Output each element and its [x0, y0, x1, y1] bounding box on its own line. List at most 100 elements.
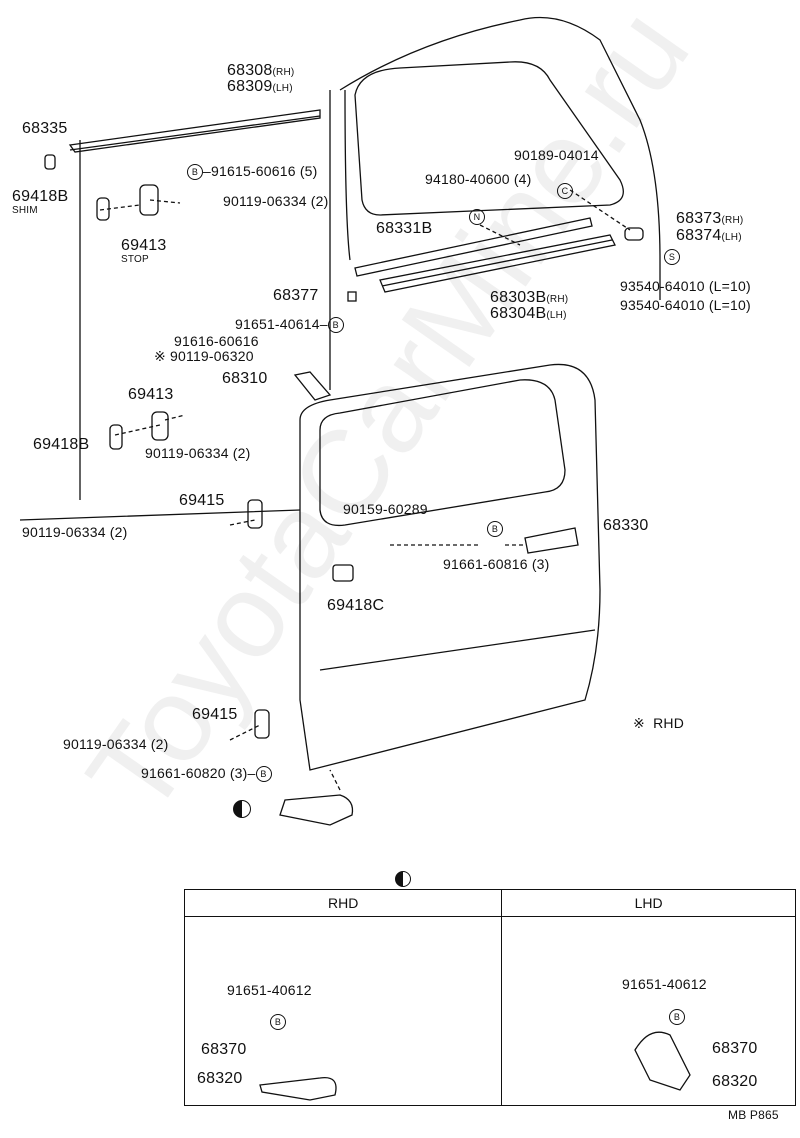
- part-68377: [347, 291, 357, 302]
- part-69415-b: [254, 709, 270, 739]
- label-lhd-68320: 68320: [712, 1073, 758, 1090]
- label-69413-top: 69413: [121, 237, 167, 254]
- label-69415-a: 69415: [179, 492, 225, 509]
- label-68309: 68309(LH): [227, 79, 293, 95]
- door-crease: [319, 629, 596, 671]
- label-68303b: 68303B(RH): [490, 290, 568, 306]
- body-outline: [19, 16, 661, 521]
- symbol-c: C: [557, 183, 573, 200]
- label-68308: 68308(RH): [227, 63, 294, 79]
- label-68330: 68330: [603, 517, 649, 534]
- label-rhd-note: ※ RHD: [633, 716, 684, 730]
- label-68331b: 68331B: [376, 220, 433, 237]
- symbol-b-lhd: B: [669, 1009, 685, 1026]
- label-93540-b: 93540-64010 (L=10): [620, 297, 751, 313]
- part-number: 91651-40614: [235, 316, 320, 332]
- part-69418b-top: [96, 197, 110, 221]
- side-note: (LH): [546, 310, 567, 321]
- label-90119-d: 90119-06334 (2): [63, 736, 169, 752]
- symbol-s: S: [664, 249, 680, 266]
- leader-lines: [99, 189, 631, 791]
- note-text: RHD: [653, 715, 685, 731]
- label-94180: 94180-40600 (4): [425, 171, 532, 187]
- part-68330: [524, 527, 579, 554]
- side-note: (LH): [272, 83, 293, 94]
- roof-rail: [68, 109, 321, 153]
- door-window: [319, 379, 566, 527]
- label-rhd-68370: 68370: [201, 1041, 247, 1058]
- label-69418c: 69418C: [327, 597, 385, 614]
- asterisk-mark: ※: [154, 348, 166, 364]
- symbol-s-marker: S: [664, 249, 680, 266]
- side-note: (LH): [721, 232, 742, 243]
- label-90119-b: 90119-06334 (2): [145, 445, 251, 461]
- label-68374: 68374(LH): [676, 228, 742, 244]
- part-number: 91661-60820 (3): [141, 765, 248, 781]
- label-69413-mid: 69413: [128, 386, 174, 403]
- label-90189: 90189-04014: [514, 147, 599, 163]
- symbol-b: B: [255, 766, 272, 783]
- symbol-b: B: [327, 317, 344, 334]
- table-cell-lhd: [501, 916, 796, 1106]
- hinge-bottom: [279, 794, 354, 826]
- symbol-n-marker: N: [469, 209, 485, 226]
- symbol-b-rhd: B: [270, 1014, 286, 1031]
- part-number: 68309: [227, 78, 273, 95]
- symbol-n: N: [469, 209, 485, 226]
- part-68310: [293, 371, 332, 401]
- label-91616: 91616-60616: [174, 333, 259, 349]
- label-93540-a: 93540-64010 (L=10): [620, 278, 751, 294]
- label-91651-a: 91651-40614–B: [235, 316, 344, 334]
- part-69413-mid: [151, 411, 169, 441]
- symbol-b: B: [487, 521, 503, 538]
- half-circle-icon-table: [395, 871, 411, 887]
- body-side-line: [329, 89, 351, 390]
- label-90119-06320: ※ 90119-06320: [154, 349, 254, 363]
- label-69415-b: 69415: [192, 706, 238, 723]
- label-90159: 90159-60289: [343, 501, 428, 517]
- label-68377: 68377: [273, 287, 319, 304]
- part-69418b-mid: [109, 424, 123, 450]
- part-number: 68304B: [490, 305, 547, 322]
- side-note: (RH): [546, 294, 569, 305]
- sliding-door: [299, 363, 601, 771]
- part-69415-a: [247, 499, 263, 529]
- symbol-c-marker: C: [557, 183, 573, 200]
- label-68335: 68335: [22, 120, 68, 137]
- rail-68331b: [354, 217, 593, 277]
- part-68335: [44, 154, 56, 170]
- side-note: (RH): [272, 67, 295, 78]
- table-header-lhd: LHD: [501, 889, 796, 917]
- symbol-b: B: [187, 164, 203, 181]
- part-number: 91615-60616 (5): [211, 163, 318, 179]
- rear-window: [354, 61, 624, 216]
- label-rhd-68320: 68320: [197, 1070, 243, 1087]
- label-68304b: 68304B(LH): [490, 306, 567, 322]
- footer-code: MB P865: [728, 1108, 779, 1122]
- table-header-rhd: RHD: [183, 889, 503, 917]
- part-number: 90119-06320: [170, 348, 254, 364]
- half-circle-icon: [233, 800, 251, 818]
- part-69413-top: [139, 184, 159, 216]
- symbol-b: B: [669, 1009, 685, 1026]
- part-number: 68373: [676, 210, 722, 227]
- label-stop: STOP: [121, 254, 149, 265]
- part-69418c: [332, 564, 354, 582]
- label-rhd-bolt: 91651-40612: [227, 982, 312, 998]
- asterisk-mark: ※: [633, 715, 645, 731]
- part-number: 68374: [676, 227, 722, 244]
- side-note: (RH): [721, 215, 744, 226]
- label-91615: B–91615-60616 (5): [187, 163, 318, 181]
- table-cell-rhd: [183, 916, 503, 1106]
- label-69418b-mid: 69418B: [33, 436, 90, 453]
- variant-table: RHD LHD: [183, 889, 796, 1106]
- symbol-b-68330: B: [487, 521, 503, 538]
- label-90119-a: 90119-06334 (2): [223, 193, 329, 209]
- part-68373: [624, 227, 644, 241]
- door-rail: [379, 234, 616, 293]
- label-91661-a: 91661-60816 (3): [443, 556, 550, 572]
- part-number: 68308: [227, 62, 273, 79]
- label-68310: 68310: [222, 370, 268, 387]
- symbol-b: B: [270, 1014, 286, 1031]
